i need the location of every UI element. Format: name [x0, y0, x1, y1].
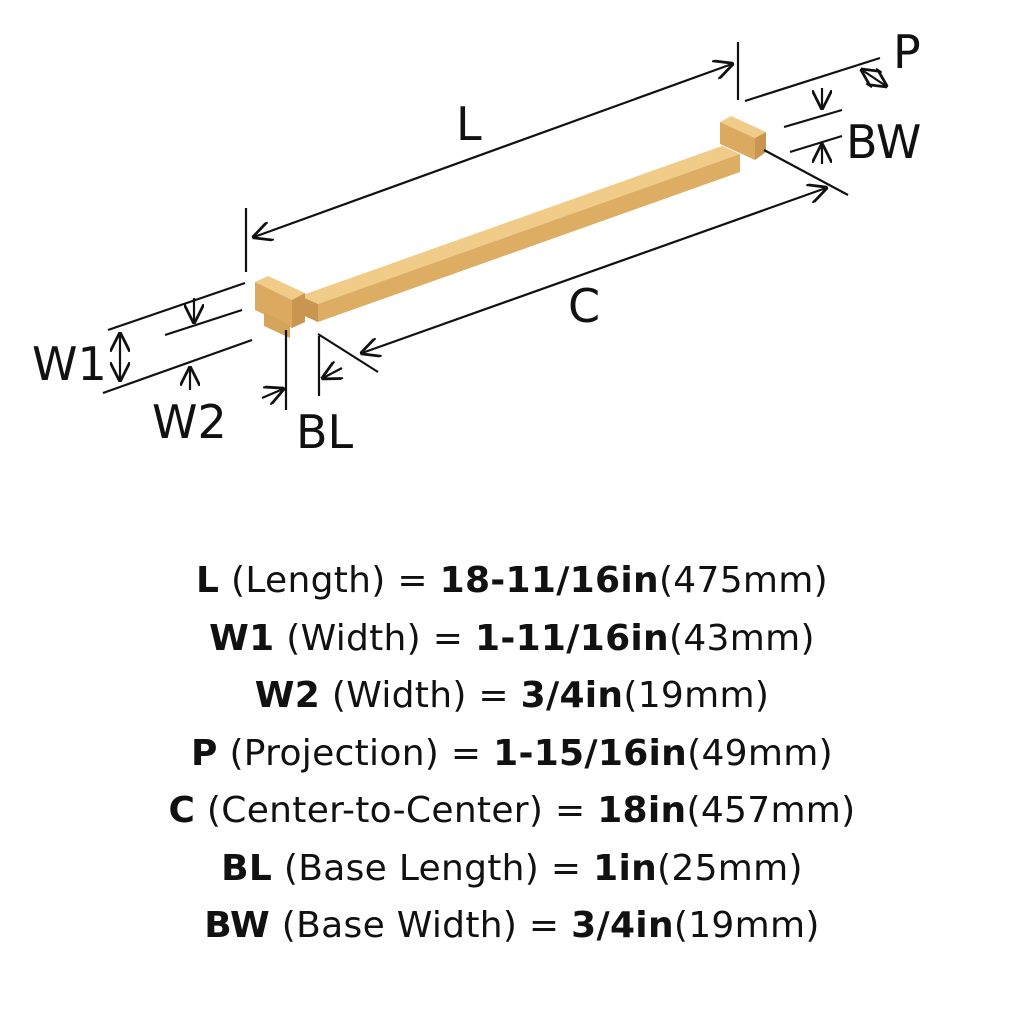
label-P: P	[893, 25, 921, 79]
label-L: L	[456, 97, 482, 151]
spec-width-1: W1 (Width) = 1-11/16in(43mm)	[209, 617, 815, 659]
spec-projection: P (Projection) = 1-15/16in(49mm)	[191, 732, 833, 774]
label-W2: W2	[152, 395, 227, 449]
dimension-lines	[102, 42, 886, 410]
label-W1: W1	[32, 337, 107, 391]
cabinet-pull-handle	[255, 116, 766, 338]
specifications-list: L (Length) = 18-11/16in(475mm) W1 (Width…	[0, 552, 1024, 955]
spec-length: L (Length) = 18-11/16in(475mm)	[195, 560, 828, 601]
dimension-diagram: L P BW C W1 W2 BL	[32, 25, 921, 459]
spec-width-2: W2 (Width) = 3/4in(19mm)	[254, 675, 770, 716]
spec-center-to-center: C (Center-to-Center) = 18in(457mm)	[168, 790, 856, 831]
label-C: C	[568, 279, 600, 333]
spec-base-width: BW (Base Width) = 3/4in(19mm)	[204, 905, 820, 946]
label-BL: BL	[296, 405, 354, 459]
spec-base-length: BL (Base Length) = 1in(25mm)	[221, 847, 803, 889]
label-BW: BW	[846, 115, 921, 169]
